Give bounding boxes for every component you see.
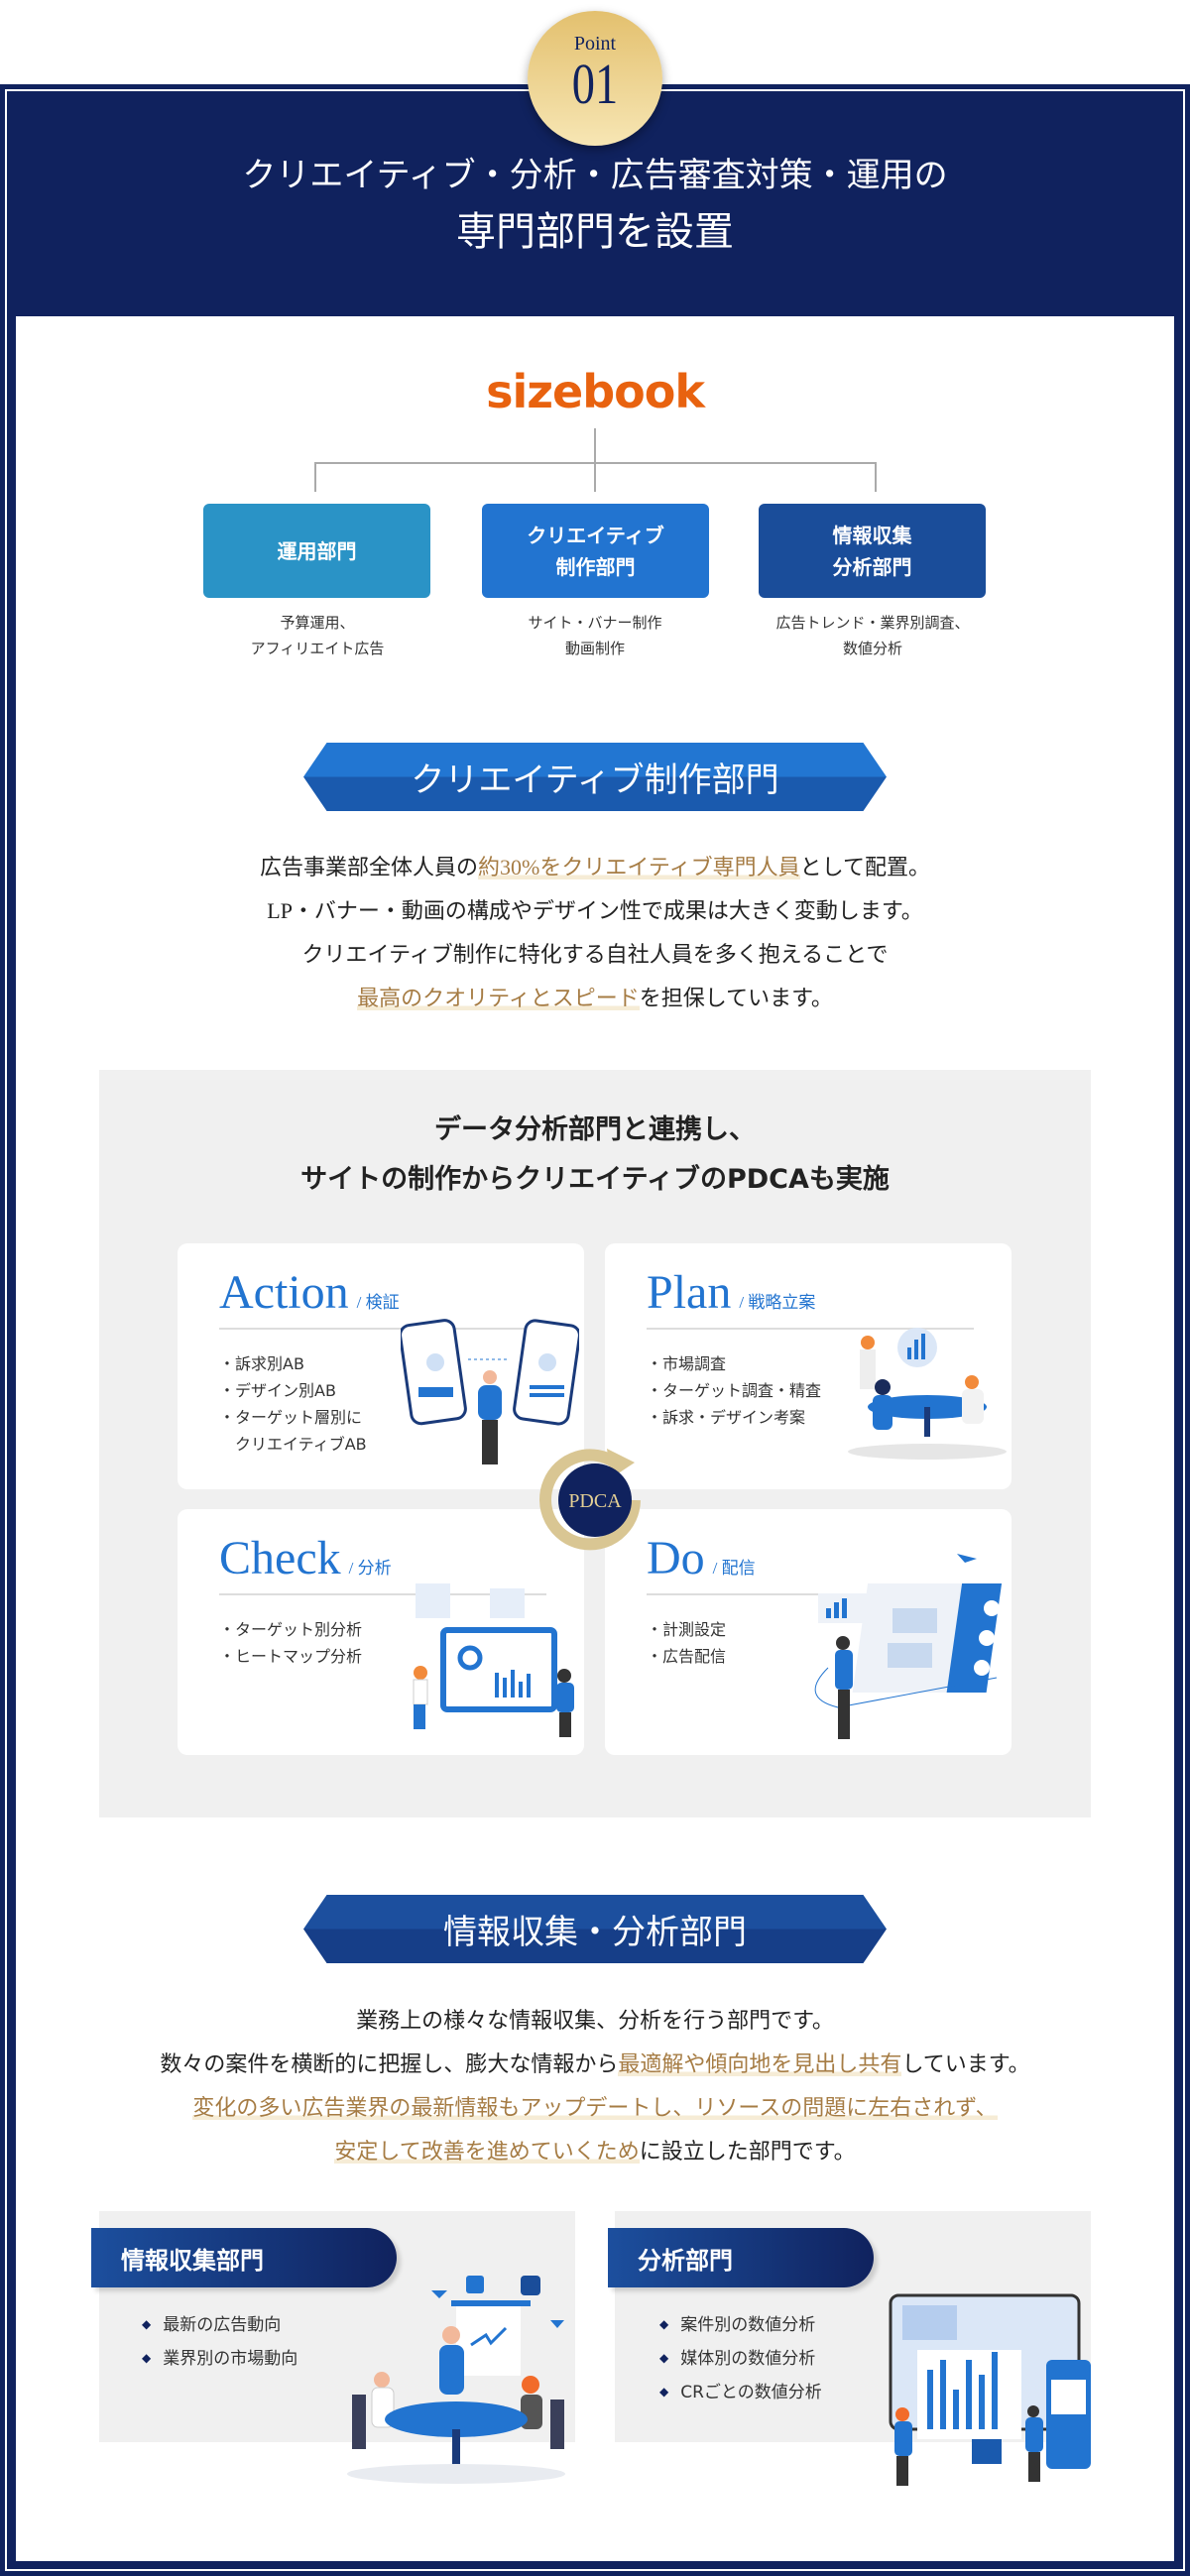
pdca-card-check: Check/ 分析 ・ターゲット別分析・ヒートマップ分析	[178, 1509, 584, 1755]
dept-caption: サイト・バナー制作動画制作	[528, 614, 662, 657]
badge-number: 01	[571, 52, 619, 116]
analytics-illustration	[413, 1583, 574, 1737]
list-item: CRごとの数値分析	[659, 2376, 822, 2409]
pdca-card-do: Do/ 配信 ・計測設定・広告配信	[605, 1509, 1012, 1755]
badge-label: Point	[573, 33, 617, 55]
list-item: 案件別の数値分析	[659, 2308, 822, 2342]
tree-line	[594, 428, 596, 492]
sizebook-logo: sizebook	[486, 365, 705, 418]
pdca-label: PDCA	[568, 1490, 622, 1512]
list-item: 業界別の市場動向	[142, 2342, 298, 2376]
tree-line	[314, 462, 316, 492]
dept-creative: クリエイティブ制作部門	[482, 504, 709, 598]
meeting-illustration	[848, 1328, 1007, 1460]
dept-caption: 広告トレンド・業界別調査、数値分析	[775, 614, 970, 657]
team-meeting-illustration	[347, 2276, 565, 2484]
creative-description: 広告事業部全体人員の約30%をクリエイティブ専門人員として配置。 LP・バナー・…	[260, 855, 930, 1010]
pdca-heading: データ分析部門と連携し、サイトの制作からクリエイティブのPDCAも実施	[300, 1114, 890, 1195]
pdca-cycle-icon: PDCA	[539, 1449, 641, 1551]
dept-analysis: 情報収集分析部門	[759, 504, 986, 598]
dept-caption: 予算運用、アフィリエイト広告	[250, 614, 385, 657]
title-line-2: 専門部門を設置	[456, 209, 734, 254]
list-item: 最新の広告動向	[142, 2308, 298, 2342]
ab-test-illustration	[401, 1319, 579, 1464]
analysis-description: 業務上の様々な情報収集、分析を行う部門です。 数々の案件を横断的に把握し、膨大な…	[160, 2008, 1030, 2164]
title-line-1: クリエイティブ・分析・広告審査対策・運用の	[242, 158, 948, 194]
tree-line	[875, 462, 877, 492]
page-title: クリエイティブ・分析・広告審査対策・運用の 専門部門を設置	[0, 149, 1190, 260]
tree-line	[315, 462, 877, 464]
section-ribbon-analysis: 情報収集・分析部門	[303, 1895, 887, 1963]
data-dashboard-illustration	[889, 2293, 1091, 2486]
dept-operations: 運用部門	[203, 504, 430, 598]
pdca-card-action: Action/ 検証 ・訴求別AB・デザイン別AB・ターゲット層別に クリエイテ…	[178, 1243, 584, 1489]
delivery-illustration	[814, 1554, 1003, 1739]
analysis-dept-title: 分析部門	[608, 2228, 874, 2287]
pdca-card-plan: Plan/ 戦略立案 ・市場調査・ターゲット調査・精査・訴求・デザイン考案	[605, 1243, 1012, 1489]
info-dept-title: 情報収集部門	[91, 2228, 397, 2287]
analysis-dept-list: 案件別の数値分析媒体別の数値分析CRごとの数値分析	[659, 2308, 822, 2409]
info-dept-list: 最新の広告動向業界別の市場動向	[142, 2308, 298, 2376]
point-badge: Point 01	[528, 11, 662, 146]
section-ribbon-creative: クリエイティブ制作部門	[303, 743, 887, 811]
list-item: 媒体別の数値分析	[659, 2342, 822, 2376]
